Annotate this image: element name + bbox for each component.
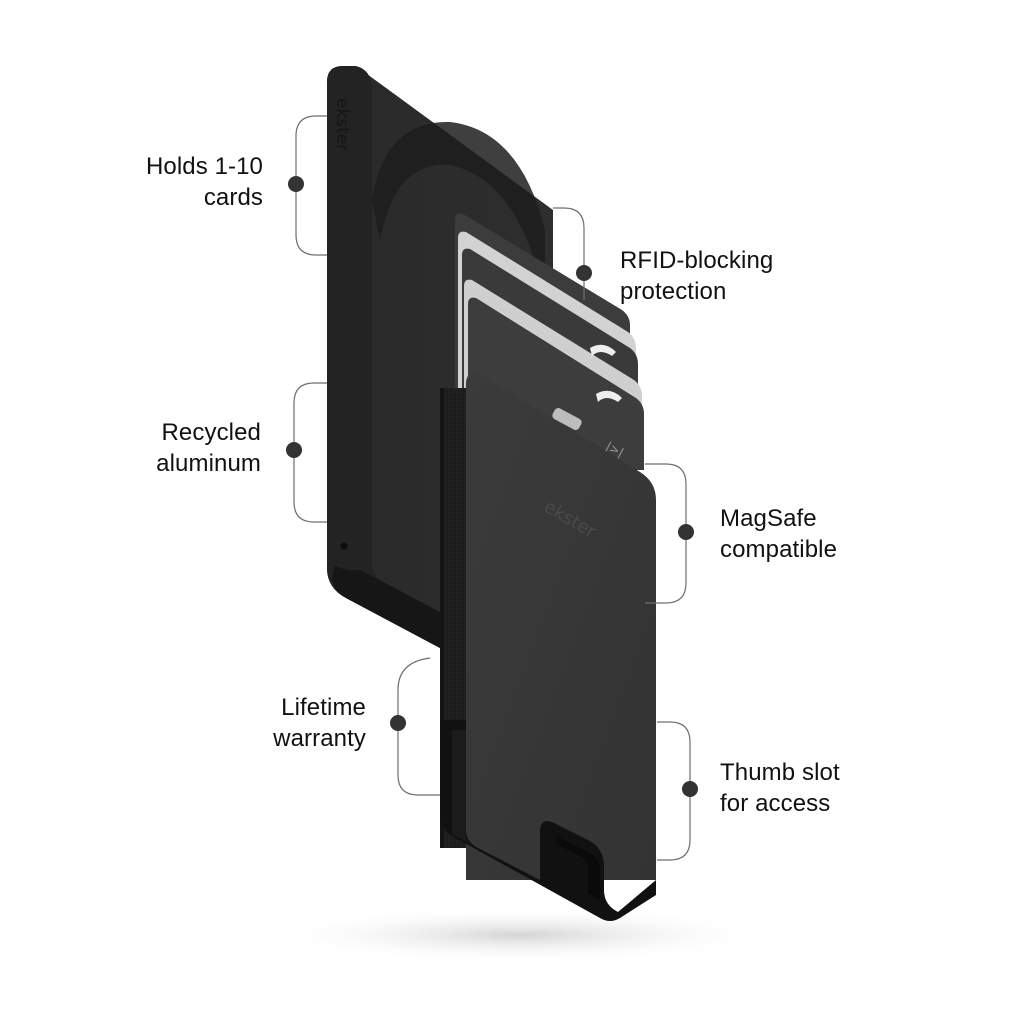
dot-icon (288, 176, 304, 192)
front-card-panel: ekster (466, 373, 656, 880)
connector-warranty (397, 657, 440, 796)
dot-icon (682, 781, 698, 797)
dot-icon (286, 442, 302, 458)
feature-label-magsafe: MagSafe compatible (720, 505, 838, 563)
feature-label-rfid: RFID-blocking protection (620, 247, 774, 305)
connector-rfid (553, 207, 585, 300)
feature-label-warranty: Lifetime warranty (273, 694, 366, 752)
feature-label-capacity: Holds 1-10 cards (145, 153, 263, 211)
dot-icon (576, 265, 592, 281)
lanyard-hole (340, 542, 348, 550)
dot-icon (390, 715, 406, 731)
dot-icon (678, 524, 694, 540)
feature-label-thumb-slot: Thumb slot for access (720, 759, 840, 817)
ground-shadow (260, 907, 780, 963)
thumb-slot-tray (440, 720, 656, 921)
feature-label-material: Recycled aluminum (156, 419, 261, 477)
brand-logo-spine: ekster (332, 98, 352, 151)
